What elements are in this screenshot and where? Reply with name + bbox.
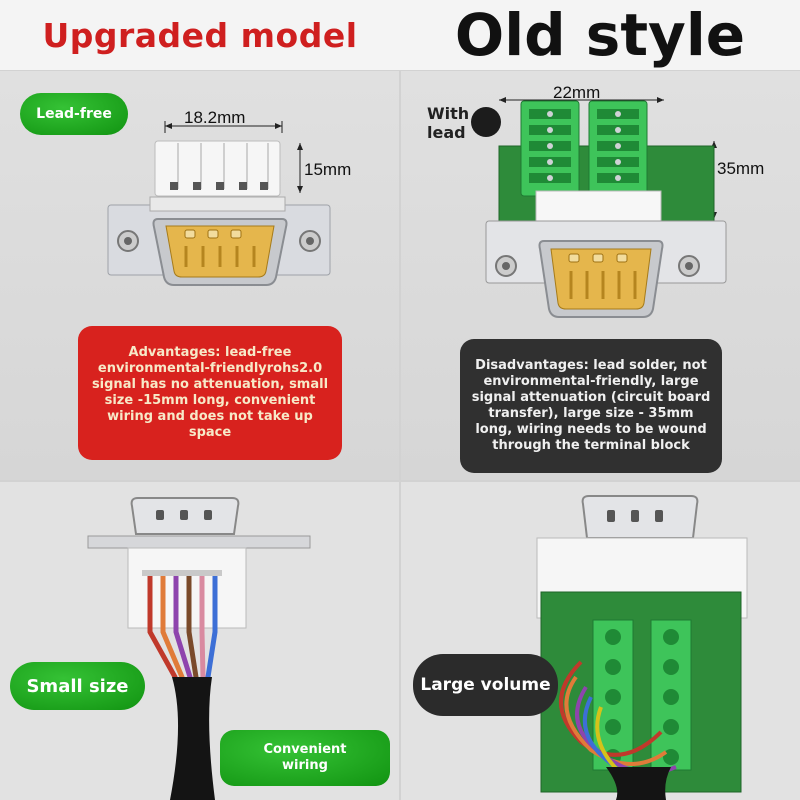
upgraded-connector-illustration [107,121,331,286]
old-wiring-panel: Large volume [401,482,800,800]
header-left: Upgraded model [0,0,400,70]
convenient-wiring-badge: Convenient wiring [220,730,390,786]
upgraded-wiring-panel: Small size Convenient wiring [0,482,399,800]
upgraded-connector-panel: Lead-free 18.2mm 15mm Advantages: lead-f… [0,71,399,480]
old-connector-illustration [471,97,727,318]
upgraded-width-dimension: 18.2mm [184,108,246,127]
upgraded-model-title: Upgraded model [42,15,358,55]
old-width-dimension: 22mm [553,83,601,102]
with-lead-label: With lead [427,104,470,142]
old-connector-panel: With lead 22mm 35mm Disadvantages: lead … [401,71,800,480]
small-size-badge: Small size [10,662,145,710]
header-right: Old style [400,0,800,70]
upgraded-length-dimension: 15mm [304,160,352,179]
lead-free-badge: Lead-free [20,93,128,135]
advantages-box: Advantages: lead-free environmental-frie… [78,326,342,460]
old-style-title: Old style [454,1,746,69]
old-wiring-illustration [536,495,748,800]
large-volume-badge: Large volume [413,654,558,716]
old-length-dimension: 35mm [717,159,765,178]
disadvantages-box: Disadvantages: lead solder, not environm… [460,339,722,473]
upgraded-wiring-illustration [87,497,311,800]
